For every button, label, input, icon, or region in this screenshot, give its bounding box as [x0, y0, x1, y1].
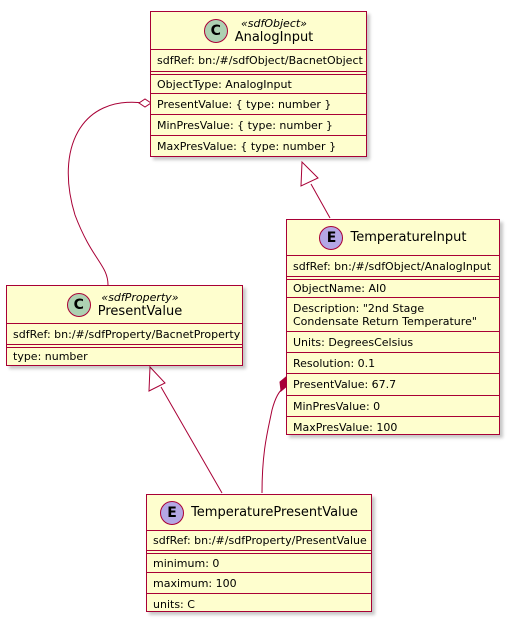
field: MaxPresValue: 100 [293, 420, 398, 434]
class-present-value[interactable]: C «sdfProperty» PresentValue sdfRef: bn:… [6, 285, 243, 366]
entity-badge-icon: E [160, 500, 185, 525]
class-name: TemperatureInput [350, 230, 467, 245]
field: PresentValue: { type: number } [157, 97, 332, 111]
inheritance-arrowhead-analog-input [300, 160, 319, 187]
field: units: C [153, 597, 195, 611]
class-badge-icon: C [203, 18, 228, 43]
class-name: TemperaturePresentValue [191, 505, 358, 520]
sdf-ref: sdfRef: bn:/#/sdfProperty/PresentValue [153, 534, 367, 547]
field: maximum: 100 [153, 576, 237, 590]
field: MinPresValue: 0 [293, 399, 381, 413]
class-name: AnalogInput [234, 29, 314, 45]
entity-badge-icon: E [319, 225, 344, 250]
class-header: E TemperatureInput [287, 220, 499, 255]
inheritance-edge-temperature-input [310, 183, 331, 219]
field: minimum: 0 [153, 556, 220, 570]
class-analog-input[interactable]: C «sdfObject» AnalogInput sdfRef: bn:/#/… [150, 11, 367, 157]
field-description: Description: "2nd Stage Condensate Retur… [293, 301, 477, 328]
class-temperature-input[interactable]: E TemperatureInput sdfRef: bn:/#/sdfObje… [286, 219, 500, 435]
class-badge-icon: C [66, 292, 91, 317]
field: PresentValue: 67.7 [293, 378, 397, 391]
field: MaxPresValue: { type: number } [157, 140, 337, 153]
field: Resolution: 0.1 [293, 356, 376, 370]
class-header: E TemperaturePresentValue [147, 495, 371, 530]
class-name: PresentValue [97, 303, 183, 319]
sdf-ref: sdfRef: bn:/#/sdfProperty/BacnetProperty [13, 327, 241, 341]
class-temperature-present-value[interactable]: E TemperaturePresentValue sdfRef: bn:/#/… [146, 494, 372, 612]
class-header: C «sdfProperty» PresentValue [7, 286, 242, 323]
field: ObjectType: AnalogInput [157, 77, 292, 91]
field: Units: DegreesCelsius [293, 335, 414, 349]
field: type: number [13, 350, 88, 363]
aggregation-diamond [138, 98, 152, 108]
inheritance-edge-temperature-present-value [160, 386, 223, 494]
field: MinPresValue: { type: number } [157, 118, 333, 132]
sdf-ref: sdfRef: bn:/#/sdfObject/AnalogInput [293, 259, 492, 273]
composition-edge [261, 387, 285, 494]
inheritance-arrowhead-present-value [148, 365, 166, 392]
stereotype-label: «sdfObject» [240, 16, 307, 30]
stereotype-label: «sdfProperty» [101, 290, 179, 304]
aggregation-edge [67, 101, 145, 286]
field: ObjectName: AI0 [293, 282, 387, 295]
class-header: C «sdfObject» AnalogInput [151, 12, 366, 49]
sdf-ref: sdfRef: bn:/#/sdfObject/BacnetObject [157, 54, 363, 67]
